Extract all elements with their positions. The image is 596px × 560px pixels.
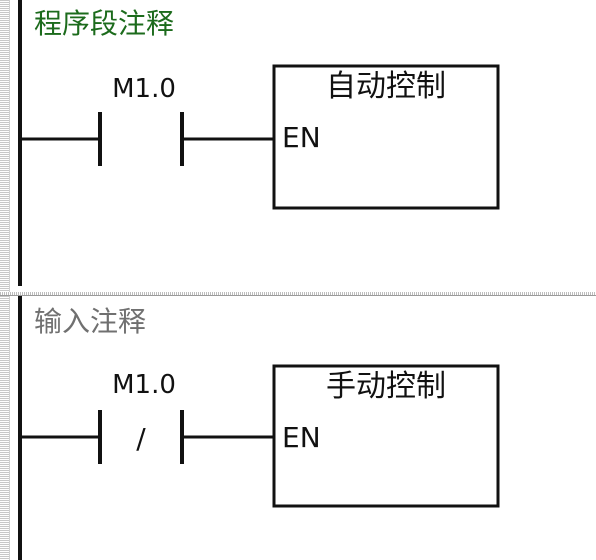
network-1[interactable]: 程序段注释 M1.0 自动控制 EN <box>0 0 596 292</box>
gutter-border <box>9 0 10 560</box>
network-2-rung: / <box>18 296 500 560</box>
editor-gutter <box>0 0 9 560</box>
network-1-en-pin: EN <box>282 121 321 154</box>
network-separator-line <box>0 295 596 296</box>
network-2-contact-address[interactable]: M1.0 <box>112 370 176 400</box>
network-2-comment[interactable]: 输入注释 <box>34 305 147 338</box>
network-1-rung <box>18 0 500 286</box>
network-1-comment[interactable]: 程序段注释 <box>34 7 175 40</box>
network-1-function-block <box>272 64 500 210</box>
network-2[interactable]: 输入注释 / M1.0 手动控制 EN <box>0 296 596 560</box>
network-1-contact-address[interactable]: M1.0 <box>112 74 176 104</box>
network-2-en-pin: EN <box>282 421 321 454</box>
network-1-block-title[interactable]: 自动控制 <box>326 69 446 104</box>
network-separator <box>0 292 596 296</box>
network-2-block-title[interactable]: 手动控制 <box>326 369 446 404</box>
network-2-function-block <box>272 364 500 508</box>
network-2-contact-nc-slash: / <box>136 422 146 455</box>
